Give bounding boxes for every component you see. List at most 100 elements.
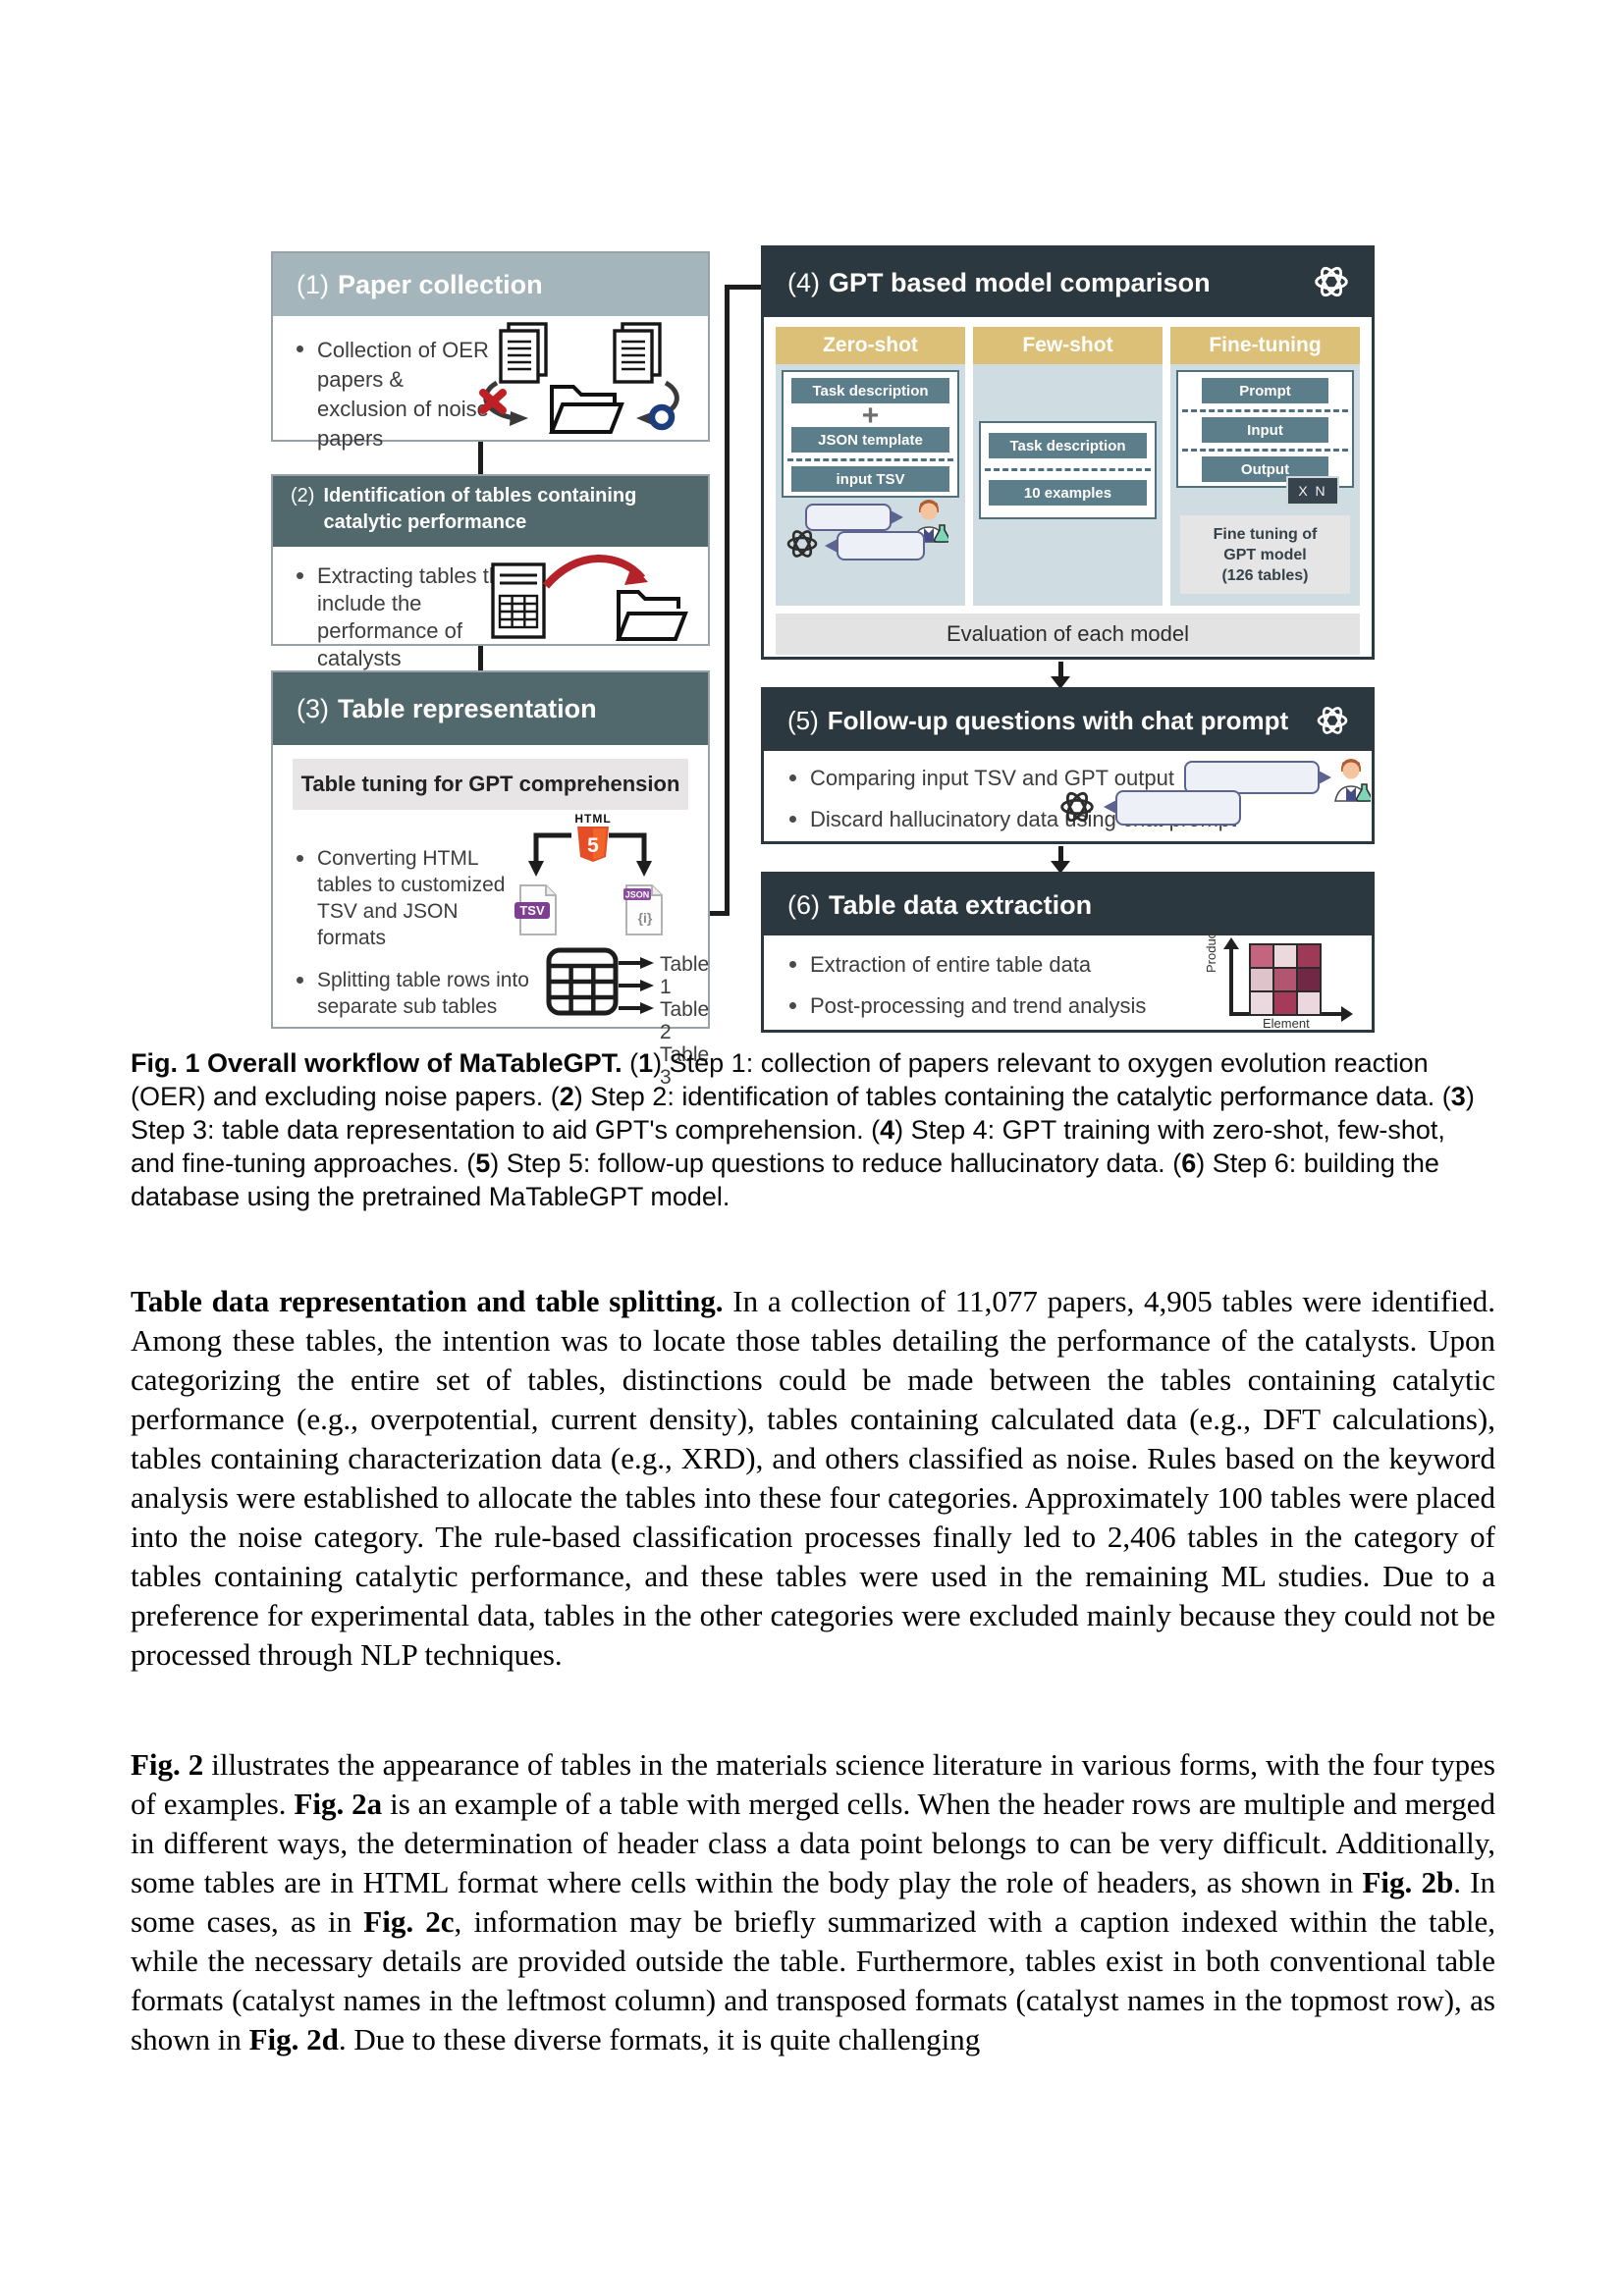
- zero-shot-header: Zero-shot: [776, 327, 965, 364]
- heatmap-cell: [1251, 969, 1272, 990]
- bullet-dot: [789, 816, 796, 823]
- split-arrows-icon: [619, 957, 654, 1014]
- tsv-label: TSV: [519, 903, 545, 918]
- zero-shot-column: Zero-shot Task description + JSON templa…: [776, 327, 965, 606]
- bullet-dot: [789, 774, 796, 781]
- panel-1-bullet: Collection of OER papers & exclusion of …: [297, 336, 489, 454]
- mini-table-icon: [498, 594, 539, 629]
- heatmap-x-arrowhead: [1341, 1006, 1353, 1022]
- fine-tuning-column: Fine-tuning Prompt Input Output X N Fine…: [1170, 327, 1360, 606]
- chat-bubble-tail: [825, 539, 838, 553]
- panel-6-title: Table data extraction: [829, 889, 1093, 920]
- panel-6-header: (6) Table data extraction: [764, 875, 1372, 935]
- openai-chat-icon: [1060, 791, 1094, 823]
- few-shot-header: Few-shot: [973, 327, 1163, 364]
- heatmap-cell: [1298, 969, 1320, 990]
- scientist-icon: [1334, 759, 1371, 802]
- zero-shot-box: Task description + JSON template input T…: [782, 370, 959, 498]
- magnifier-ring-icon: [648, 403, 676, 431]
- heatmap-cell: [1274, 945, 1296, 967]
- fine-tuning-box: Prompt Input Output: [1176, 370, 1354, 488]
- panel-6-bullet-2-text: Post-processing and trend analysis: [810, 993, 1147, 1018]
- panel-2-number: (2): [291, 485, 315, 507]
- table-3-label: Table 3: [660, 1043, 710, 1089]
- papers-to-folder-icon: [479, 322, 679, 434]
- dashed-divider: [985, 468, 1151, 471]
- arrow-5-6-head: [1051, 861, 1070, 874]
- connector-elbow-c: [725, 285, 761, 290]
- panel-1-paper-collection: (1) Paper collection Collection of OER p…: [271, 251, 710, 451]
- input-box: Input: [1202, 417, 1328, 443]
- panel-6-bullet-1: Extraction of entire table data: [789, 951, 1221, 979]
- body-paragraph-2: Fig. 2 illustrates the appearance of tab…: [131, 1747, 1496, 2056]
- fine-tuning-note: Fine tuning of GPT model (126 tables): [1180, 515, 1350, 594]
- chat-bubble: [837, 531, 925, 561]
- panel-6-table-data-extraction: (6) Table data extraction Extraction of …: [761, 872, 1375, 1033]
- bullet-dot: [297, 855, 303, 862]
- panel-2-bullet-text: Extracting tables that include the perfo…: [317, 563, 519, 670]
- folder-icon: [549, 385, 624, 434]
- panel-4-title: GPT based model comparison: [829, 267, 1211, 297]
- json-file-icon: JSON {i}: [623, 884, 663, 935]
- panel-3-bullet-2-text: Splitting table rows into separate sub t…: [317, 969, 529, 1018]
- openai-logo-icon: [1315, 266, 1348, 297]
- panel-1-title: Paper collection: [338, 269, 543, 299]
- panel-3-number: (3): [297, 693, 329, 723]
- table-split-labels: Table 1 Table 2 Table 3: [660, 953, 709, 1089]
- panel-6-bullet-1-text: Extraction of entire table data: [810, 952, 1092, 977]
- note-line-2: GPT model: [1223, 547, 1307, 563]
- openai-logo-icon: [1317, 707, 1348, 734]
- panel-4-number: (4): [787, 267, 820, 297]
- connector-panel1-panel2: [478, 442, 483, 474]
- few-shot-box: Task description 10 examples: [979, 421, 1157, 519]
- chat-bubble: [1115, 790, 1241, 826]
- dashed-divider: [1182, 449, 1348, 452]
- table-tuning-band: Table tuning for GPT comprehension: [293, 759, 688, 810]
- flask-icon: [933, 524, 948, 543]
- heatmap-cell: [1274, 969, 1296, 990]
- json-tag: JSON: [625, 890, 650, 900]
- arrow-4-5-stem: [1058, 662, 1063, 677]
- panel-4-header: (4) GPT based model comparison: [764, 248, 1372, 317]
- panel-2-header: (2) Identification of tables containing …: [273, 476, 708, 547]
- panel-2-identification: (2) Identification of tables containing …: [271, 474, 710, 670]
- chat-bubble-tail: [1104, 800, 1116, 814]
- table-grid-icon: [546, 947, 619, 1016]
- heatmap-cell: [1251, 945, 1272, 967]
- plus-icon: +: [861, 400, 880, 432]
- ten-examples-box: 10 examples: [989, 480, 1147, 506]
- panel-1-bullet-text: Collection of OER papers & exclusion of …: [317, 338, 489, 451]
- prompt-box: Prompt: [1202, 378, 1328, 403]
- html5-number: 5: [587, 834, 599, 857]
- fine-tuning-header: Fine-tuning: [1170, 327, 1360, 364]
- bullet-dot: [789, 1002, 796, 1009]
- json-glyph: {i}: [638, 910, 653, 926]
- html5-shield-icon: 5: [577, 827, 609, 862]
- times-n-badge: X N: [1286, 476, 1339, 506]
- panel-5-header: (5) Follow-up questions with chat prompt: [764, 690, 1372, 751]
- connector-panel2-panel3: [478, 646, 483, 670]
- note-line-1: Fine tuning of: [1213, 526, 1318, 543]
- table-1-label: Table 1: [660, 953, 710, 998]
- red-x-icon: [479, 389, 507, 414]
- bullet-dot: [297, 346, 303, 352]
- panel-1-number: (1): [297, 269, 329, 299]
- dashed-divider: [787, 458, 953, 461]
- heatmap-y-axis: [1229, 947, 1233, 1016]
- panel-5-title: Follow-up questions with chat prompt: [827, 705, 1289, 735]
- heatmap-cell: [1298, 992, 1320, 1014]
- panel-5-number: (5): [787, 705, 819, 735]
- panel-2-bullet: Extracting tables that include the perfo…: [297, 562, 538, 672]
- paper-lines-icon: [508, 340, 531, 371]
- heatmap-grid: [1249, 943, 1322, 1016]
- arrow-5-6-stem: [1058, 846, 1063, 862]
- panel-4-gpt-model-comparison: (4) GPT based model comparison Zero-shot…: [761, 245, 1375, 660]
- chat-bubble-tail: [891, 510, 903, 524]
- panel-3-title: Table representation: [338, 693, 597, 723]
- panel-5-bullet-1: Comparing input TSV and GPT output: [789, 765, 1300, 792]
- evaluation-bar: Evaluation of each model: [776, 614, 1360, 655]
- heatmap-cell: [1251, 992, 1272, 1014]
- task-description-box: Task description: [989, 433, 1147, 458]
- body-paragraph-1: Table data representation and table spli…: [131, 1284, 1495, 1672]
- input-tsv-box: input TSV: [791, 466, 949, 492]
